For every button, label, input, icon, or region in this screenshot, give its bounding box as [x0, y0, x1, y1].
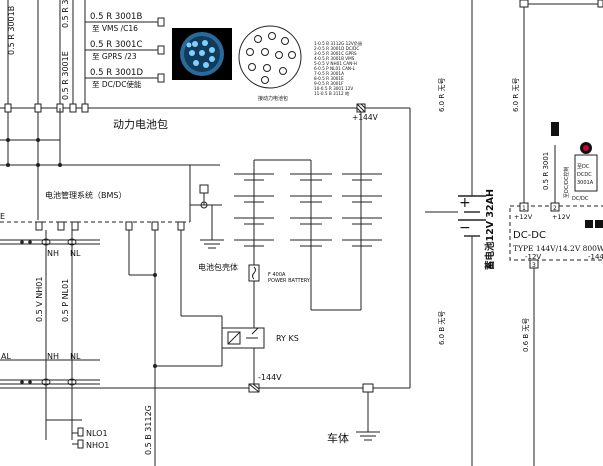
dcdc-pin-1: 1: [522, 205, 526, 212]
battery-plus: +: [459, 195, 471, 211]
dcdc-title: DC-DC: [513, 230, 546, 241]
pack-connector-row: [0, 103, 410, 113]
wire-note-dcdc: 至 DC/DC使能: [92, 79, 142, 89]
svg-text:10-0.5 R 3001 12V: 10-0.5 R 3001 12V: [314, 86, 353, 91]
left-vertical-wires: [7, 0, 86, 220]
dcdc-side-label: 至DC/DC控制: [563, 167, 570, 198]
connector-photo: [172, 28, 232, 80]
bms-box: [0, 165, 224, 249]
can-nh-label-2: NH: [47, 352, 59, 361]
svg-text:1-0.5 B 3112G 12V负极: 1-0.5 B 3112G 12V负极: [314, 40, 363, 47]
wire-label-3001b: 0.5 R 3001B: [90, 12, 142, 22]
connector-caption: 接动力电池包: [258, 95, 288, 102]
wire-label-nh01: 0.5 V NH01: [35, 277, 44, 322]
chassis-label: 车体: [327, 431, 349, 445]
wire-note-vms: 至 VMS /C16: [92, 24, 138, 33]
top-branch-wires: [85, 17, 165, 83]
pack-title: 动力电池包: [113, 118, 168, 131]
battery-cells: [234, 112, 382, 311]
svg-text:6-0.5 P NL01 CAN-L: 6-0.5 P NL01 CAN-L: [314, 66, 356, 71]
wire-label-r2: 6.0 R 无号: [512, 78, 520, 112]
dcdc-box: [509, 202, 603, 466]
wire-label-3001b-vertical: 0.5 R 3001B: [7, 6, 16, 55]
relay-label: RY KS: [276, 334, 299, 343]
left-rails: [0, 108, 220, 167]
switch-text-2: DCDC: [577, 172, 592, 178]
svg-text:2-0.5 R 3001D DC/DC: 2-0.5 R 3001D DC/DC: [314, 46, 359, 51]
can-nl-label: NL: [70, 249, 81, 258]
wire-label-r1: 6.0 R 无号: [438, 78, 446, 112]
wire-label-r3: 0.5 R 3001: [542, 152, 550, 190]
svg-text:3-0.5 R 3001C GPRS: 3-0.5 R 3001C GPRS: [314, 51, 357, 56]
pack-shell-label: 电池包壳体: [198, 262, 238, 272]
svg-text:9-0.5 R 3001F: 9-0.5 R 3001F: [314, 81, 344, 86]
bms-connectors: [35, 221, 185, 231]
wire-label-3001c: 0.5 R 3001C: [90, 40, 142, 50]
dcdc-n12: -12V: [525, 253, 541, 261]
wire-label-3001e: 0.5 R 3001E: [61, 51, 70, 100]
bms-output-wires: [0, 230, 250, 466]
connector-pin-list: 1-0.5 B 3112G 12V负极 2-0.5 R 3001D DC/DC …: [314, 40, 363, 96]
fuse: [248, 264, 260, 328]
svg-text:7-0.5 R 3001A: 7-0.5 R 3001A: [314, 71, 344, 76]
left-al-label: AL: [1, 352, 11, 361]
dcdc-type: TYPE 144V/14.2V 800W: [513, 244, 603, 253]
relay: [221, 316, 265, 388]
dcdc-p12-b: +12V: [552, 213, 571, 221]
wire-label-3001a: 0.5 R 3001A: [61, 0, 70, 28]
connector-pin-drawing: [238, 25, 302, 89]
wire-label-3001d: 0.5 R 3001D: [90, 68, 143, 78]
dcdc-pin-3: 3: [532, 262, 536, 269]
can-wires: [0, 230, 100, 449]
bms-label: 电池管理系统（BMS）: [45, 190, 126, 200]
svg-text:4-0.5 R 3001B VMS: 4-0.5 R 3001B VMS: [314, 56, 355, 61]
switch-text-1: 至DC: [577, 164, 590, 170]
wire-label-r5: 0.6 B 无号: [522, 318, 530, 352]
wire-label-r4: 6.0 B 无号: [438, 311, 446, 345]
battery-12v-label: 蓄电池12V 32AH: [484, 189, 496, 270]
pos-hv-label: +144V: [352, 113, 379, 122]
left-e-label: E: [0, 212, 5, 221]
mini-switch: [574, 142, 598, 192]
can-nl-label-2: NL: [70, 352, 81, 361]
neg-hv-bus: [248, 108, 411, 441]
svg-text:8-0.5 R 3001E: 8-0.5 R 3001E: [314, 76, 344, 81]
nlo1-label: NLO1: [86, 429, 108, 438]
battery-minus: −: [459, 220, 471, 236]
svg-text:11-0.5 B 3112 地: 11-0.5 B 3112 地: [314, 90, 350, 96]
dcdc-n144: -144: [588, 253, 603, 261]
wire-note-gprs: 至 GPRS /23: [92, 52, 137, 61]
fuse-label: POWER BATTERY: [268, 278, 311, 284]
top-right-feed: [519, 0, 603, 206]
svg-text:5-0.5 V NH01 CAN-H: 5-0.5 V NH01 CAN-H: [314, 61, 357, 66]
can-nh-label: NH: [47, 249, 59, 258]
fuse-rating: F 400A: [268, 272, 286, 278]
dcdc-pin-2: 2: [553, 205, 557, 212]
neg-hv-label: -144V: [258, 373, 282, 382]
battery-12v: [425, 0, 486, 466]
nho1-label: NHO1: [86, 441, 109, 450]
wire-label-nl01: 0.5 P NL01: [61, 279, 70, 322]
switch-text-3: 3001A: [577, 180, 594, 186]
wire-label-3112g: 0.5 B 3112G: [144, 405, 153, 455]
dcdc-p12-a: +12V: [514, 213, 533, 221]
dcdc-small-label: DC/DC: [572, 196, 589, 202]
